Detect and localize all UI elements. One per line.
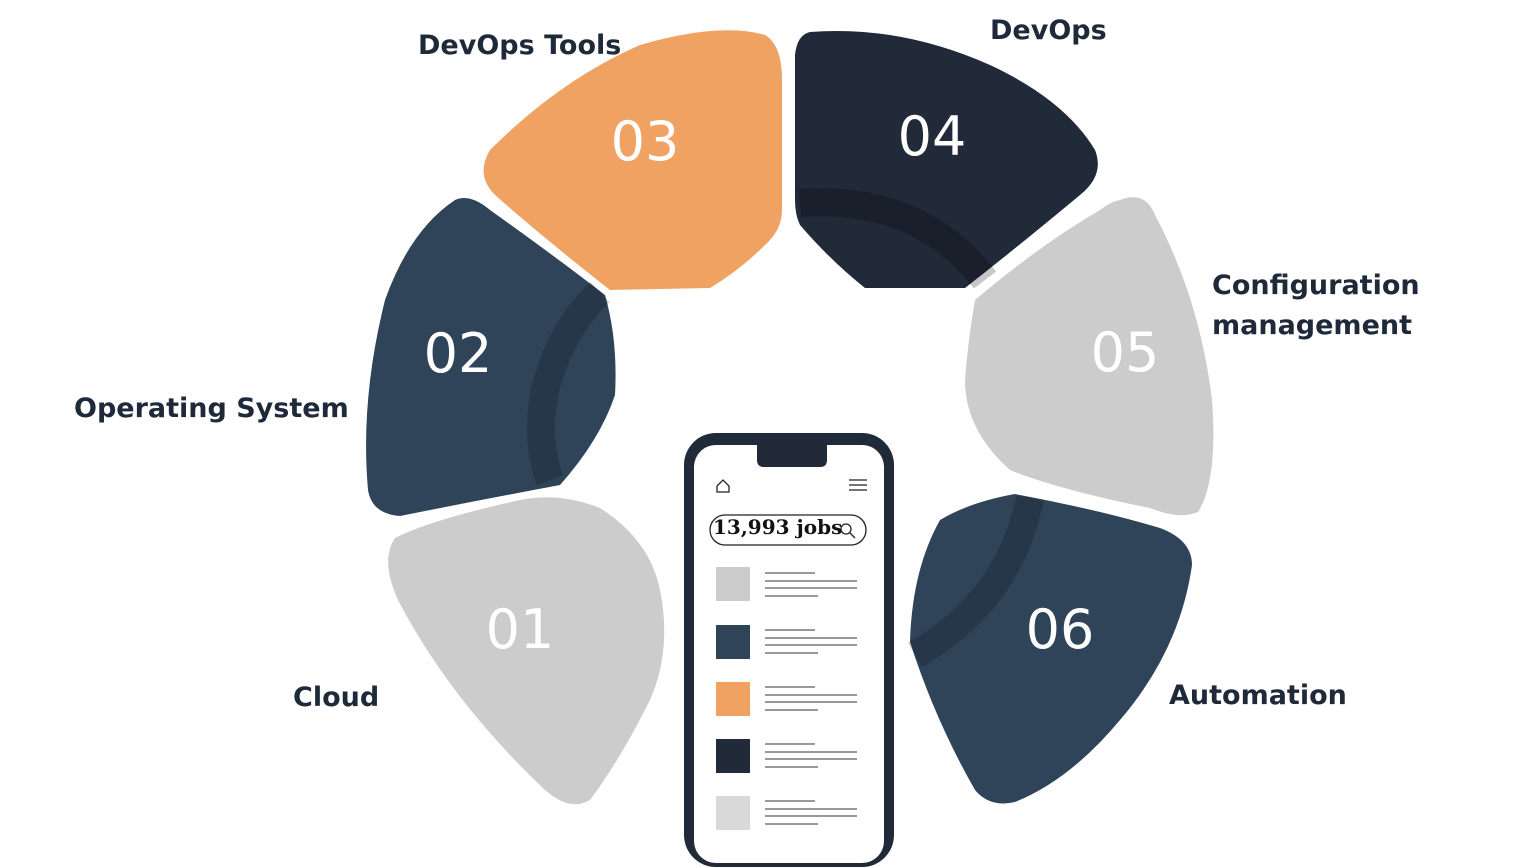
label-devops-tools: DevOps Tools [418, 30, 622, 61]
segment-03-shape [483, 30, 782, 291]
list-item-thumbnail [716, 567, 750, 601]
segment-05-number: 05 [1091, 321, 1160, 384]
list-item-thumbnail [716, 682, 750, 716]
search-bar[interactable]: 13,993 jobs [709, 514, 867, 546]
segment-03-number: 03 [611, 110, 680, 173]
segment-01-shape [388, 497, 665, 805]
segment-04-number: 04 [898, 105, 967, 168]
segment-06: 06 [907, 494, 1192, 804]
list-item[interactable] [716, 625, 857, 659]
segment-03: 03 [483, 30, 782, 291]
segment-02-number: 02 [424, 322, 493, 385]
search-icon[interactable] [840, 523, 856, 539]
label-cloud: Cloud [293, 682, 380, 713]
segment-05: 05 [965, 197, 1214, 516]
label-management: management [1212, 310, 1413, 341]
phone-notch [757, 445, 827, 467]
segment-06-inner-shadow [907, 495, 1044, 668]
segment-02-shape [366, 197, 616, 517]
list-item[interactable] [716, 796, 857, 830]
hamburger-menu-icon[interactable] [849, 479, 867, 491]
label-devops: DevOps [990, 15, 1107, 46]
label-automation: Automation [1169, 680, 1347, 711]
segment-04: 04 [795, 30, 1098, 289]
segment-01-number: 01 [486, 598, 555, 661]
segment-04-shape [795, 30, 1098, 288]
segment-01: 01 [388, 497, 665, 805]
list-item[interactable] [716, 739, 857, 773]
home-icon[interactable] [716, 479, 730, 493]
phone-mockup: 13,993 jobs [684, 433, 894, 867]
label-operating-system: Operating System [74, 393, 349, 424]
segment-02-inner-shadow [527, 281, 610, 485]
list-item-thumbnail [716, 739, 750, 773]
list-item[interactable] [716, 682, 857, 716]
phone-list [716, 567, 857, 830]
label-configuration: Configuration [1212, 270, 1420, 301]
list-item-thumbnail [716, 625, 750, 659]
segment-02: 02 [366, 197, 616, 517]
segment-04-inner-shadow [799, 188, 997, 289]
search-jobs-count: 13,993 jobs [713, 515, 842, 539]
segment-06-shape [910, 494, 1192, 804]
list-item[interactable] [716, 567, 857, 601]
list-item-thumbnail [716, 796, 750, 830]
segment-06-number: 06 [1026, 598, 1095, 661]
segment-05-shape [965, 197, 1214, 516]
